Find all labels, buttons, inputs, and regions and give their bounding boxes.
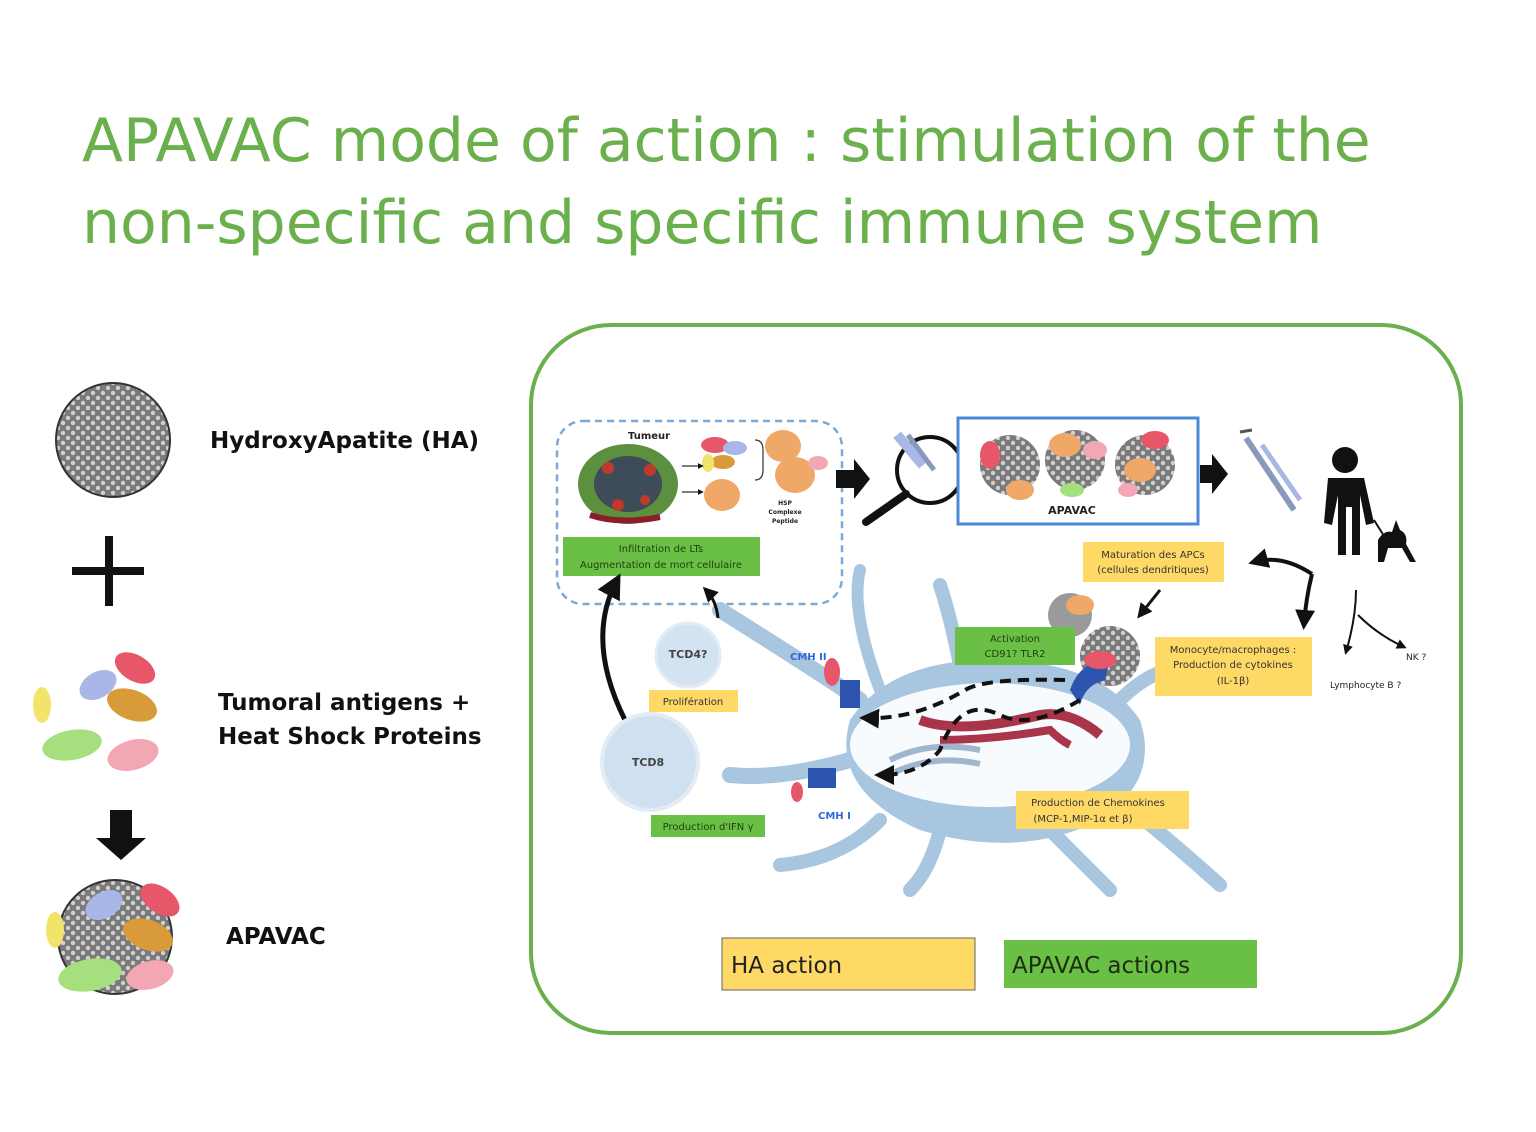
arrow-tcd8-to-tumour — [597, 573, 628, 722]
ifn-label: Production d'IFN γ — [663, 822, 754, 833]
arrow-to-maturation — [1248, 548, 1314, 576]
tcd4-cell-icon — [654, 621, 722, 689]
chemokines-line-2: (MCP-1,MIP-1α et β) — [1033, 814, 1132, 825]
arrow-to-lymphocyte-b — [1343, 589, 1357, 655]
proliferation-box — [649, 690, 738, 712]
ha-sphere-icon — [55, 382, 171, 498]
activation-line-1: Activation — [990, 634, 1040, 645]
apavac-actions-label: APAVAC actions — [1012, 953, 1190, 979]
plus-icon — [72, 536, 144, 606]
antigens-label-line-2: Heat Shock Proteins — [218, 724, 482, 750]
ifn-box — [651, 815, 765, 837]
apavac-label: APAVAC — [226, 924, 326, 950]
tumeur-label: Tumeur — [628, 431, 670, 442]
ha-action-label: HA action — [731, 953, 842, 979]
monocyte-box — [1155, 637, 1312, 696]
monocyte-line-2: Production de cytokines — [1173, 660, 1293, 671]
maturation-line-1: Maturation des APCs — [1101, 550, 1205, 561]
activation-box — [955, 627, 1075, 665]
apavac-particle-icon — [46, 879, 180, 995]
hsp-label-1: HSP — [778, 500, 792, 507]
cmh1-receptor-icon — [791, 768, 836, 802]
cmh1-label: CMH I — [818, 811, 851, 822]
monocyte-line-3: (IL-1β) — [1217, 676, 1250, 687]
lymphocyte-b-label: Lymphocyte B ? — [1330, 681, 1401, 691]
tumour-cluster-icon — [578, 444, 678, 524]
slide-title: APAVAC mode of action : stimulation of t… — [82, 100, 1482, 264]
proliferation-label: Prolifération — [663, 696, 724, 708]
dashed-arrow-to-cmh1 — [874, 698, 1082, 785]
title-line-1: APAVAC mode of action : stimulation of t… — [82, 106, 1371, 176]
tcd4-label: TCD4? — [669, 648, 708, 661]
arrow-to-magnifier — [836, 459, 870, 499]
title-line-2: non-specific and specific immune system — [82, 188, 1323, 258]
dashed-arrow-to-cmh2 — [859, 677, 1066, 729]
arrow-to-syringes — [1200, 454, 1228, 494]
tcd8-cell-icon — [600, 712, 700, 812]
antigens-icon — [33, 652, 159, 771]
maturation-box — [1083, 542, 1224, 582]
down-arrow-icon — [96, 810, 146, 860]
maturation-line-2: (cellules dendritiques) — [1097, 565, 1209, 576]
human-dog-silhouette-icon — [1324, 447, 1416, 562]
nk-label: NK ? — [1406, 653, 1426, 663]
hsp-bracket — [754, 439, 764, 481]
arrow-tcd4-to-tumour — [702, 586, 720, 619]
magnifier-icon — [862, 431, 965, 526]
ha-label: HydroxyApatite (HA) — [210, 428, 480, 454]
apavac-particles-icon — [980, 430, 1175, 500]
hsp-complex-icon — [701, 430, 828, 511]
monocyte-line-1: Monocyte/macrophages : — [1170, 645, 1297, 656]
antigens-label: Tumoral antigens + Heat Shock Proteins — [218, 686, 482, 754]
chemokines-box — [1016, 791, 1189, 829]
arrow-to-monocyte — [1295, 573, 1316, 630]
tumour-dashed-box — [555, 419, 844, 606]
ha-action-legend — [721, 937, 976, 991]
cmh2-receptor-icon — [824, 658, 860, 708]
tcd8-label: TCD8 — [632, 756, 664, 769]
apc-particle-icon — [1048, 593, 1140, 705]
antigens-label-line-1: Tumoral antigens + — [218, 690, 471, 716]
chemokines-line-1: Production de Chemokines — [1031, 798, 1165, 809]
apavac-actions-legend — [1004, 940, 1257, 988]
activation-line-2: CD91? TLR2 — [985, 649, 1046, 660]
infiltration-line-2: Augmentation de mort cellulaire — [580, 560, 742, 571]
hsp-label-3: Peptide — [772, 518, 798, 525]
infiltration-line-1: Infiltration de LTs — [619, 544, 703, 555]
apavac-box-label: APAVAC — [1048, 504, 1096, 517]
infiltration-box — [563, 537, 760, 576]
cmh2-label: CMH II — [790, 652, 827, 663]
arrow-maturation-to-apc — [1137, 589, 1162, 619]
hsp-label-2: Complexe — [768, 509, 801, 516]
dendritic-cell-icon — [712, 564, 1227, 897]
syringe-icon — [905, 428, 1303, 512]
arrow-to-nk — [1357, 614, 1407, 649]
